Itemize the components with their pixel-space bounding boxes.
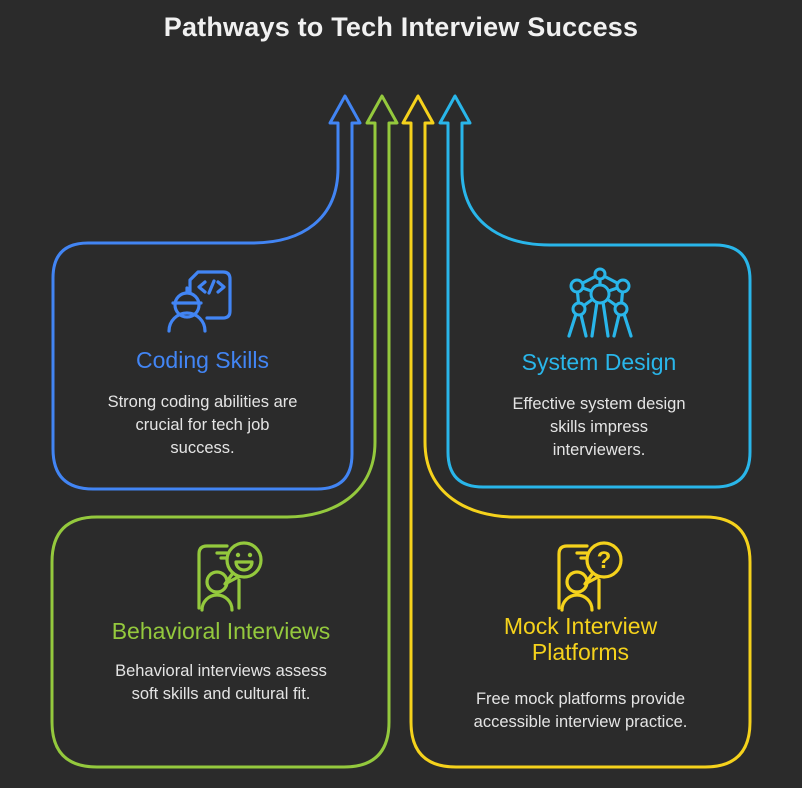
flow-path-mock-interview-platforms (401, 94, 752, 769)
card-title-coding-skills: Coding Skills (136, 347, 269, 373)
card-description-system-design: Effective system design skills impress i… (512, 395, 686, 459)
card-coding-skills: Coding Skills Strong coding abilities ar… (53, 243, 352, 489)
card-description-mock-interview-platforms: Free mock platforms provide accessible i… (473, 690, 688, 731)
flow-path-behavioral-interviews (50, 94, 399, 769)
phone-chat-question-icon: ? (557, 541, 623, 612)
card-description-behavioral-interviews: Behavioral interviews assess soft skills… (115, 662, 327, 703)
card-mock-interview-platforms: ? Mock Interview Platforms Free mock pla… (411, 517, 750, 767)
card-description-coding-skills: Strong coding abilities are crucial for … (107, 393, 298, 457)
card-title-mock-interview-platforms: Mock Interview Platforms (503, 613, 658, 665)
card-title-system-design: System Design (521, 349, 677, 375)
question-mark-glyph: ? (597, 547, 612, 574)
page-title: Pathways to Tech Interview Success (163, 12, 639, 42)
card-system-design: System Design Effective system design sk… (448, 245, 750, 487)
flow-path-coding-skills (51, 94, 362, 491)
card-title-behavioral-interviews: Behavioral Interviews (111, 618, 331, 644)
engineer-code-document-icon (167, 270, 232, 333)
flow-path-system-design (438, 94, 752, 489)
phone-chat-smiley-icon (197, 541, 263, 612)
card-behavioral-interviews: Behavioral Interviews Behavioral intervi… (52, 517, 390, 767)
network-nodes-icon (567, 267, 633, 338)
